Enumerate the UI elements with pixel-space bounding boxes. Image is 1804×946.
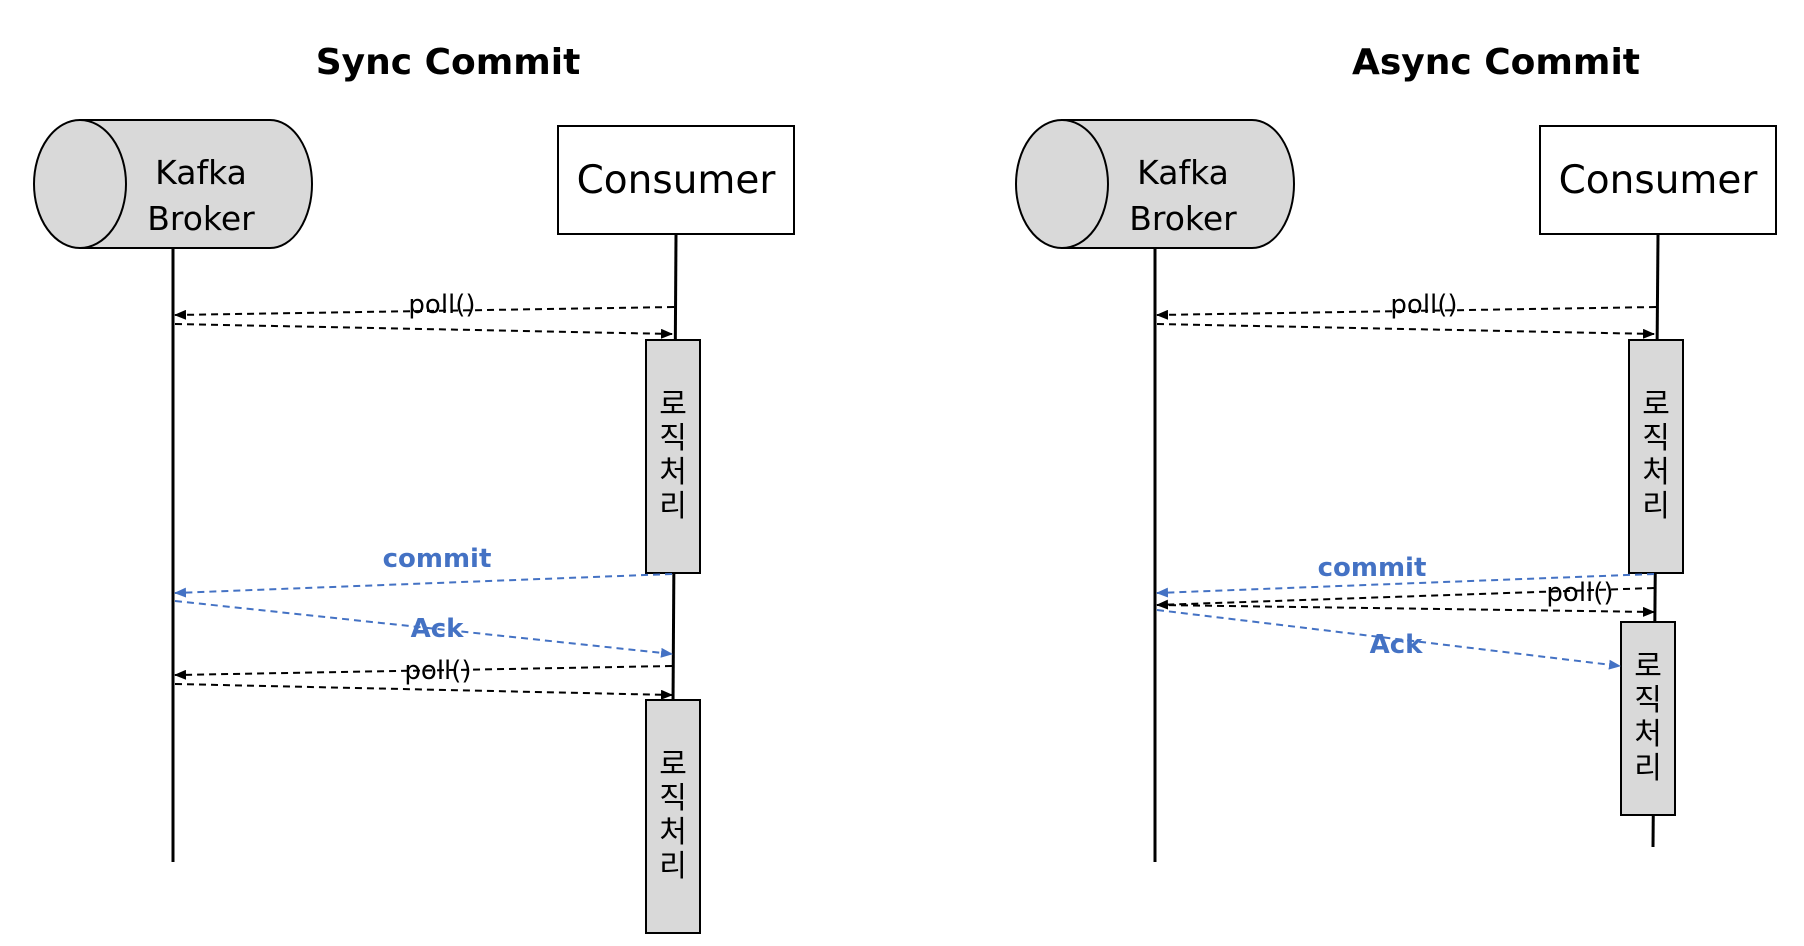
- async-activity-bar-1: [1628, 339, 1684, 574]
- async-activity-label-1: 로직처리: [1642, 387, 1670, 524]
- async-title: Async Commit: [1352, 42, 1640, 83]
- sync-poll1-response-arrow: [174, 323, 673, 339]
- sync-title: Sync Commit: [315, 42, 581, 83]
- async-poll2-response-arrow: [1156, 604, 1655, 617]
- async-activity-bar-2: [1620, 621, 1676, 816]
- sync-commit-label: commit: [382, 544, 492, 574]
- sync-ack-label: Ack: [410, 614, 464, 644]
- async-ack-label: Ack: [1369, 630, 1423, 660]
- async-consumer-box: Consumer: [1539, 125, 1777, 235]
- sync-consumer-box: Consumer: [557, 125, 795, 235]
- sync-poll2-label: poll(): [404, 656, 472, 686]
- async-commit-arrow: [1156, 573, 1655, 598]
- async-ack-arrow: [1156, 609, 1621, 670]
- async-poll2-label: poll(): [1546, 578, 1614, 608]
- sync-activity-bar-1: [645, 339, 701, 574]
- sync-broker-cylinder: [33, 119, 313, 249]
- sync-broker-label-line2: Broker: [147, 199, 255, 238]
- async-poll1-label: poll(): [1390, 290, 1458, 320]
- sync-activity-label-1: 로직처리: [659, 387, 687, 524]
- async-activity-label-2: 로직처리: [1634, 649, 1662, 786]
- sync-poll1-label: poll(): [408, 290, 476, 320]
- async-broker-cylinder: [1015, 119, 1295, 249]
- sync-broker-label: Kafka Broker: [121, 150, 281, 242]
- sync-activity-label-2: 로직처리: [659, 747, 687, 884]
- async-broker-label-line2: Broker: [1129, 199, 1237, 238]
- async-commit-label: commit: [1317, 553, 1427, 583]
- sync-commit-arrow: [174, 573, 673, 598]
- sync-activity-bar-2: [645, 699, 701, 934]
- async-poll1-response-arrow: [1156, 323, 1655, 339]
- async-broker-label-line1: Kafka: [1137, 153, 1229, 192]
- sync-poll2-response-arrow: [174, 683, 673, 700]
- async-broker-label: Kafka Broker: [1103, 150, 1263, 242]
- sync-broker-label-line1: Kafka: [155, 153, 247, 192]
- async-poll2-request-arrow: [1156, 587, 1655, 610]
- sync-poll2-request-arrow: [174, 665, 673, 680]
